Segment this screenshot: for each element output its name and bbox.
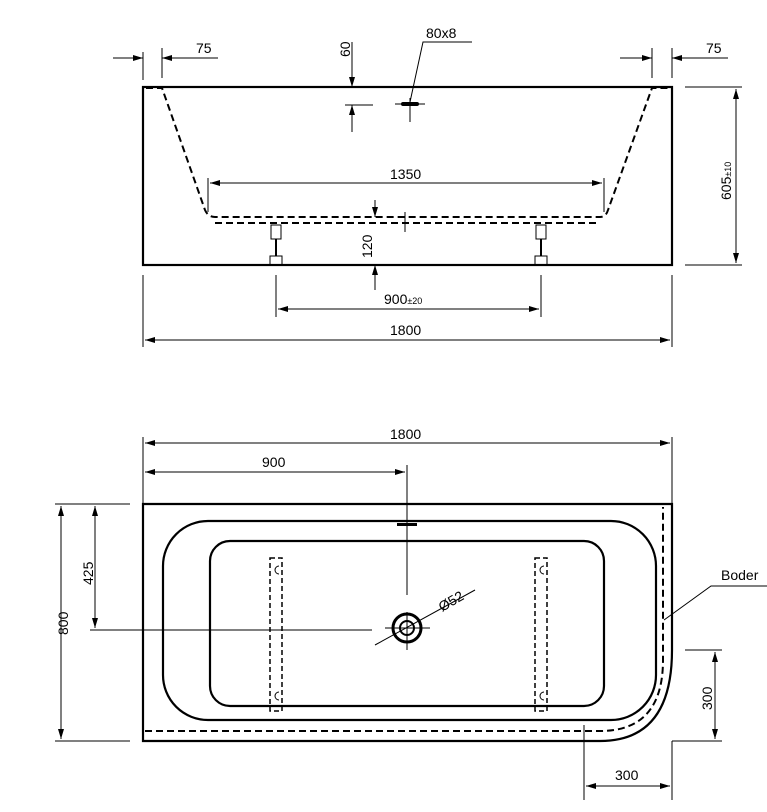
drain — [385, 612, 430, 650]
dim-inner-length: 1350 — [390, 166, 421, 182]
dim-width: 800 — [55, 611, 71, 635]
inner-profile-dashed — [146, 87, 670, 218]
basin-outer — [161, 519, 658, 722]
dim-rim-right: 75 — [706, 40, 722, 56]
slot-leader — [409, 41, 472, 103]
dim-drain-x: 900 — [262, 454, 286, 470]
dim-feet-spacing: 900±20 — [384, 291, 422, 307]
side-view: 80x8 60 75 75 1350 120 — [113, 25, 742, 347]
dim-corner-horizontal: 300 — [615, 767, 639, 783]
top-outline — [141, 502, 674, 743]
dim-floor-height: 120 — [359, 234, 375, 258]
top-view: Ø52 1800 900 800 425 Boder 300 300 — [55, 426, 767, 800]
side-outline — [141, 85, 674, 267]
dim-rim-left: 75 — [196, 40, 212, 56]
dim-overflow-slot: 80x8 — [426, 25, 457, 41]
floor-dashed — [145, 507, 664, 732]
dim-corner-vertical: 300 — [699, 686, 715, 710]
dim-drain-diameter: Ø52 — [436, 587, 467, 614]
label-floor: Boder — [721, 567, 759, 583]
dim-length-side: 1800 — [390, 322, 421, 338]
foot-left — [269, 224, 283, 266]
dim-drain-y: 425 — [80, 561, 96, 585]
floor-leader — [663, 585, 767, 621]
foot-right — [534, 224, 548, 266]
drain-diameter-leader — [374, 589, 476, 646]
dim-height: 605±10 — [718, 162, 734, 200]
support-rail-right — [534, 557, 548, 712]
dim-overflow-height: 60 — [337, 41, 353, 57]
support-rail-left — [269, 557, 283, 712]
dim-length-top: 1800 — [390, 426, 421, 442]
